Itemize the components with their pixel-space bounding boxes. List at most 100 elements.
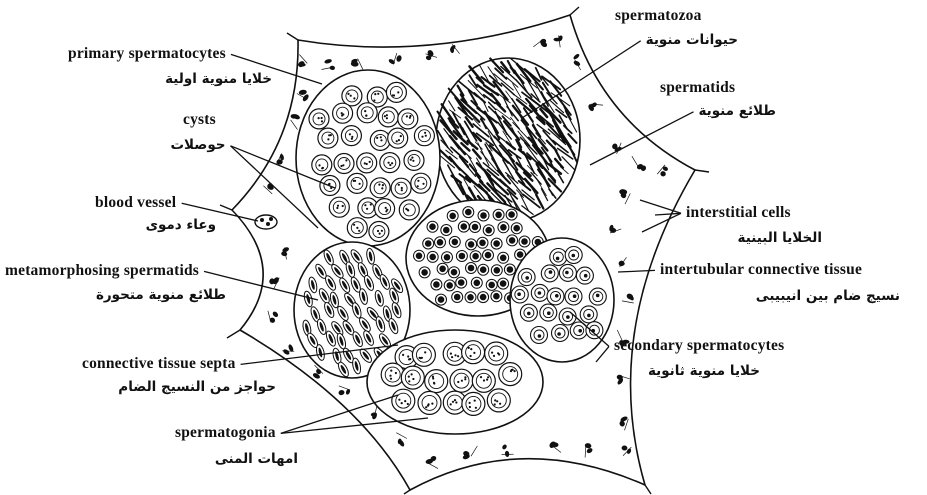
- chromatin-dot: [391, 162, 393, 164]
- chromatin-dot: [407, 355, 409, 357]
- chromatin-dot: [364, 110, 366, 112]
- chromatin-dot: [318, 117, 320, 119]
- chromatin-dot: [397, 91, 399, 93]
- blood-vessel-wall: [255, 215, 277, 229]
- chromatin-dot: [401, 189, 403, 191]
- chromatin-dot: [365, 114, 367, 116]
- cell-nucleus: [444, 254, 451, 261]
- chromatin-dot: [407, 209, 409, 211]
- chromatin-dot: [454, 399, 456, 401]
- primary-spermatocyte-cell: [329, 197, 349, 217]
- chromatin-dot: [474, 400, 476, 402]
- chromatin-dot: [411, 373, 413, 375]
- label-intertubular-connective-tissue-ar: نسيج ضام بين انيبيبى: [756, 288, 900, 304]
- chromatin-dot: [494, 403, 496, 405]
- chromatin-dot: [389, 375, 391, 377]
- chromatin-dot: [573, 294, 577, 298]
- cell-nucleus: [467, 294, 474, 301]
- chromatin-dot: [473, 352, 475, 354]
- chromatin-dot: [527, 312, 531, 316]
- chromatin-dot: [498, 353, 500, 355]
- cell-nucleus: [433, 281, 440, 288]
- chromatin-dot: [404, 400, 406, 402]
- chromatin-dot: [565, 271, 569, 275]
- cell-nucleus: [438, 296, 445, 303]
- chromatin-dot: [396, 140, 398, 142]
- chromatin-dot: [491, 352, 493, 354]
- chromatin-dot: [353, 97, 355, 99]
- cell-nucleus: [439, 266, 446, 273]
- cell-nucleus: [461, 223, 468, 230]
- cell-nucleus: [446, 282, 453, 289]
- chromatin-dot: [470, 355, 472, 357]
- chromatin-dot: [566, 315, 570, 319]
- chromatin-dot: [421, 357, 423, 359]
- chromatin-dot: [578, 329, 582, 333]
- chromatin-dot: [408, 358, 410, 360]
- chromatin-dot: [402, 354, 404, 356]
- cell-nucleus: [493, 240, 500, 247]
- cell-nucleus: [480, 266, 487, 273]
- chromatin-dot: [425, 135, 427, 137]
- chromatin-dot: [382, 184, 384, 186]
- cell-nucleus: [459, 253, 466, 260]
- spermatogonium-cell: [462, 392, 485, 415]
- connective-fiber: [282, 351, 294, 352]
- label-cysts: cysts: [183, 111, 216, 128]
- cell-nucleus: [521, 238, 528, 245]
- chromatin-dot: [409, 115, 411, 117]
- cell-nucleus: [452, 239, 459, 246]
- spermatogonium-cell: [425, 370, 448, 393]
- chromatin-dot: [487, 376, 489, 378]
- lobule-drawing: [220, 7, 709, 494]
- connective-strand: [570, 7, 579, 15]
- chromatin-dot: [395, 372, 397, 374]
- chromatin-dot: [376, 137, 378, 139]
- spermatogonium-cell: [381, 363, 404, 386]
- chromatin-dot: [384, 115, 386, 117]
- chromatin-dot: [380, 136, 382, 138]
- chromatin-dot: [379, 233, 381, 235]
- chromatin-dot: [417, 185, 419, 187]
- chromatin-dot: [349, 133, 351, 135]
- chromatin-dot: [461, 380, 463, 382]
- chromatin-dot: [370, 203, 372, 205]
- primary-spermatocyte-cell: [312, 155, 332, 175]
- chromatin-dot: [424, 351, 426, 353]
- chromatin-dot: [342, 205, 344, 207]
- chromatin-dot: [419, 357, 421, 359]
- label-primary-spermatocytes: primary spermatocytes: [68, 45, 226, 62]
- chromatin-dot: [401, 402, 403, 404]
- label-spermatogonia: spermatogonia: [175, 424, 276, 441]
- chromatin-dot: [356, 227, 358, 229]
- cell-nucleus: [443, 227, 450, 234]
- chromatin-dot: [337, 205, 339, 207]
- chromatin-dot: [378, 184, 380, 186]
- chromatin-dot: [483, 379, 485, 381]
- chromatin-dot: [321, 120, 323, 122]
- chromatin-dot: [450, 403, 452, 405]
- chromatin-dot: [340, 165, 342, 167]
- cell-nucleus: [472, 253, 479, 260]
- chromatin-dot: [549, 270, 553, 274]
- blood-cell: [260, 218, 264, 222]
- chromatin-dot: [556, 257, 560, 261]
- chromatin-dot: [342, 164, 344, 166]
- cell-nucleus: [429, 223, 436, 230]
- cell-nucleus: [500, 224, 507, 231]
- cyst-secondary-spermatocytes: [510, 238, 614, 362]
- chromatin-dot: [398, 139, 400, 141]
- cell-nucleus: [451, 269, 458, 276]
- cell-nucleus: [494, 267, 501, 274]
- primary-spermatocyte-cell: [357, 103, 377, 123]
- chromatin-dot: [390, 370, 392, 372]
- chromatin-dot: [450, 353, 452, 355]
- chromatin-dot: [432, 377, 434, 379]
- cell-nucleus: [465, 209, 472, 216]
- chromatin-dot: [359, 183, 361, 185]
- chromatin-dot: [366, 208, 368, 210]
- chromatin-dot: [342, 113, 344, 115]
- chromatin-dot: [412, 378, 414, 380]
- cell-nucleus: [474, 280, 481, 287]
